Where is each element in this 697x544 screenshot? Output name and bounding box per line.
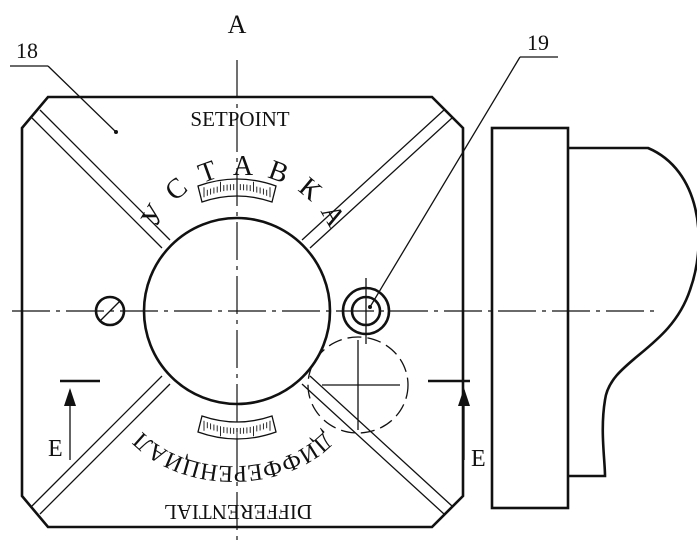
differential-russian-label: ДИФФЕРЕНЦИАЛ <box>128 427 337 486</box>
callout-19-label: 19 <box>527 30 549 55</box>
callout-18: 18 <box>10 38 118 134</box>
section-marker-right: E <box>428 379 486 472</box>
setpoint-scale <box>197 178 277 203</box>
center-lines <box>12 60 660 544</box>
callout-19: 19 <box>368 30 558 309</box>
ustavka-letter: С <box>159 172 193 208</box>
differential-label: DIFFERENTIAL <box>164 500 312 524</box>
left-hole <box>94 295 126 327</box>
section-label-right: E <box>471 446 486 472</box>
hidden-feature <box>307 336 409 434</box>
ustavka-letter: Т <box>194 155 221 190</box>
front-plate <box>20 95 465 529</box>
section-label-left: E <box>48 436 63 462</box>
setpoint-label: SETPOINT <box>190 107 289 131</box>
ustavka-letter: В <box>264 154 292 190</box>
section-marker-left: E <box>48 379 100 462</box>
screw-hole <box>341 278 391 344</box>
callout-18-label: 18 <box>16 38 38 63</box>
view-label: A <box>228 10 247 39</box>
ustavka-letter: А <box>233 151 254 182</box>
ustavka-letter: К <box>292 172 326 208</box>
side-housing <box>490 126 697 510</box>
differential-scale <box>197 415 277 440</box>
